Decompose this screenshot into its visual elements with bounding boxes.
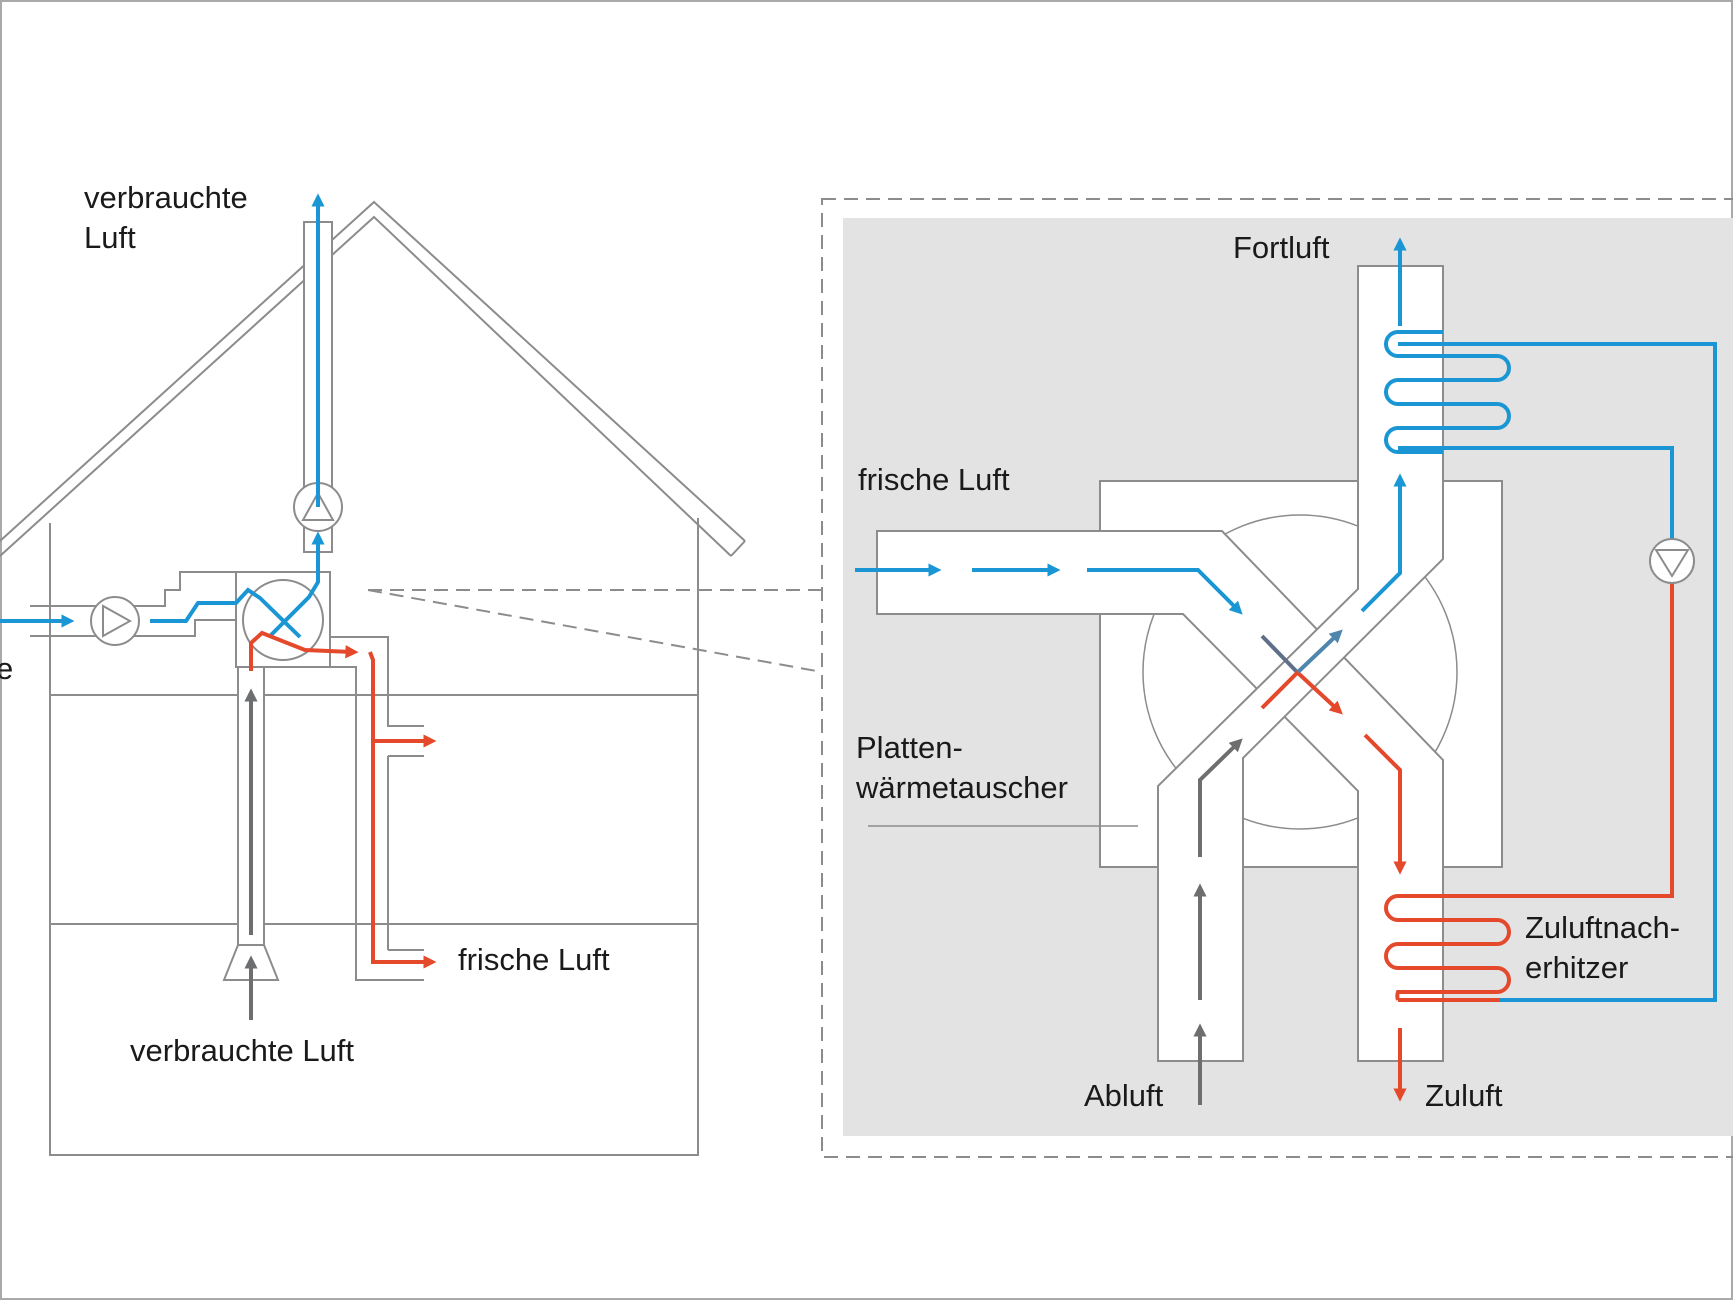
label-fresh-air-house: frische Luft [458, 942, 610, 977]
supply-duct-inner [330, 666, 424, 981]
heat-recovery-coil-top [1384, 330, 1511, 454]
circulation-pump-icon [1649, 538, 1695, 584]
label-spent-air-top-1: verbrauchte [84, 180, 248, 215]
supply-duct-outer [330, 636, 424, 727]
house-supply-down [368, 651, 437, 969]
detail-frame [821, 198, 1733, 1158]
duct-exhaust [1157, 265, 1444, 1062]
label-abluft: Abluft [1084, 1078, 1164, 1113]
label-plate-hx-1: Platten- [856, 730, 963, 765]
zoom-connector-lower [367, 589, 823, 673]
extract-cross-lower [1260, 670, 1300, 710]
supply-air-cross-arrow [1296, 671, 1343, 715]
house-walls [49, 518, 699, 1156]
fresh-air-arrow-3 [1087, 568, 1243, 615]
label-reheater-2: erhitzer [1525, 950, 1628, 985]
intake-duct-inner [30, 619, 236, 637]
house-exhaust-flow [268, 548, 320, 638]
label-reheater-1: Zuluftnach- [1525, 910, 1680, 945]
house-supply-flow [249, 630, 359, 671]
fresh-air-cross-arrow [1260, 634, 1300, 675]
coil-loop-blue-inner [1398, 446, 1674, 540]
extract-cross-upper [1296, 629, 1343, 674]
abluft-arrow-3 [1198, 738, 1243, 857]
roof-outer [0, 200, 746, 542]
house-section: verbrauchte Luft e frische Luft verbrauc… [0, 180, 746, 1156]
intake-fan-icon [90, 596, 140, 646]
label-zuluft: Zuluft [1425, 1078, 1503, 1113]
reheater-coil [1384, 894, 1511, 1001]
intake-duct-outer [30, 571, 236, 607]
detail-panel: Fortluft frische Luft Platten- wärmetaus… [821, 198, 1733, 1158]
exhaust-rise-arrow [1360, 473, 1407, 613]
label-spent-air-top-2: Luft [84, 220, 136, 255]
house-fresh-air-flow [150, 587, 302, 639]
coil-loop-red [1398, 582, 1674, 898]
label-left-edge-fragment: e [0, 651, 13, 686]
label-plate-hx-2: wärmetauscher [855, 770, 1068, 805]
supply-air-arrow [1363, 733, 1407, 875]
label-fresh-air-detail: frische Luft [858, 462, 1010, 497]
label-spent-air-bottom: verbrauchte Luft [130, 1033, 354, 1068]
roof-inner [0, 215, 732, 557]
label-fortluft: Fortluft [1233, 230, 1330, 265]
